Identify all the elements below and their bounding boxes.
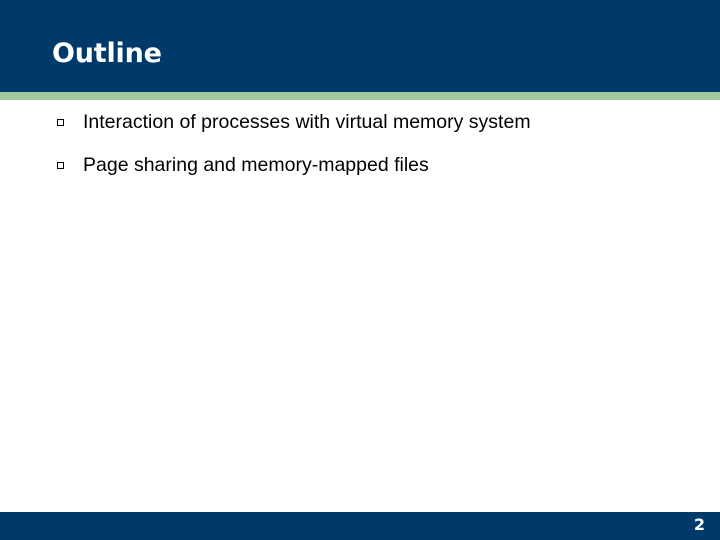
page-number: 2 — [693, 515, 705, 534]
slide-body: Interaction of processes with virtual me… — [0, 100, 720, 512]
slide-footer-band: 2 — [0, 512, 720, 540]
header-accent-divider — [0, 92, 720, 100]
list-item: Interaction of processes with virtual me… — [0, 100, 720, 143]
outline-bullet-list: Interaction of processes with virtual me… — [0, 100, 720, 186]
hollow-square-bullet-icon — [57, 161, 64, 169]
list-item-label: Interaction of processes with virtual me… — [83, 110, 531, 133]
list-item-label: Page sharing and memory-mapped files — [83, 153, 429, 176]
slide-header-band: Outline — [0, 0, 720, 92]
page-title: Outline — [52, 38, 162, 69]
hollow-square-bullet-icon — [57, 118, 64, 126]
list-item: Page sharing and memory-mapped files — [0, 143, 720, 186]
